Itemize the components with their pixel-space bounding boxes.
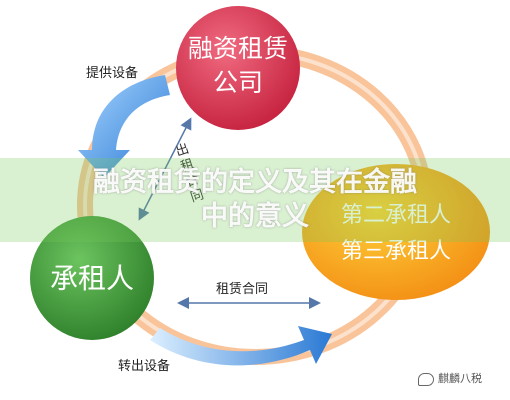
wechat-icon bbox=[418, 372, 434, 386]
transfer-equipment-label: 转出设备 bbox=[118, 359, 171, 374]
provide-equipment-arrow bbox=[78, 75, 170, 178]
watermark-text: 麒麟八税 bbox=[438, 372, 482, 385]
lessor-label-line2: 公司 bbox=[212, 68, 263, 97]
sublessee-node bbox=[302, 164, 490, 300]
sublessee-label-line1: 第二承租人 bbox=[340, 203, 451, 228]
sale-contract-arrow bbox=[138, 117, 192, 221]
lessor-label: 融资租赁 公司 bbox=[176, 32, 300, 100]
lessor-node bbox=[176, 6, 300, 130]
lessee-node bbox=[30, 216, 154, 340]
title-banner: 融资租赁的定义及其在金融 中的意义 bbox=[0, 158, 510, 242]
watermark: 麒麟八税 bbox=[418, 370, 482, 386]
sublessee-label-line2: 第三承租人 bbox=[340, 239, 451, 264]
lessor-label-line1: 融资租赁 bbox=[187, 34, 288, 63]
provide-equipment-label: 提供设备 bbox=[86, 66, 139, 81]
transfer-equipment-arrow bbox=[150, 326, 332, 366]
lease-contract-label: 租赁合同 bbox=[216, 282, 269, 297]
lessee-label: 承租人 bbox=[49, 262, 134, 295]
banner-title-line1: 融资租赁的定义及其在金融 bbox=[93, 167, 417, 198]
sublessee-label: 第二承租人 第三承租人 bbox=[316, 198, 476, 270]
banner-title-line2: 中的意义 bbox=[201, 201, 309, 232]
